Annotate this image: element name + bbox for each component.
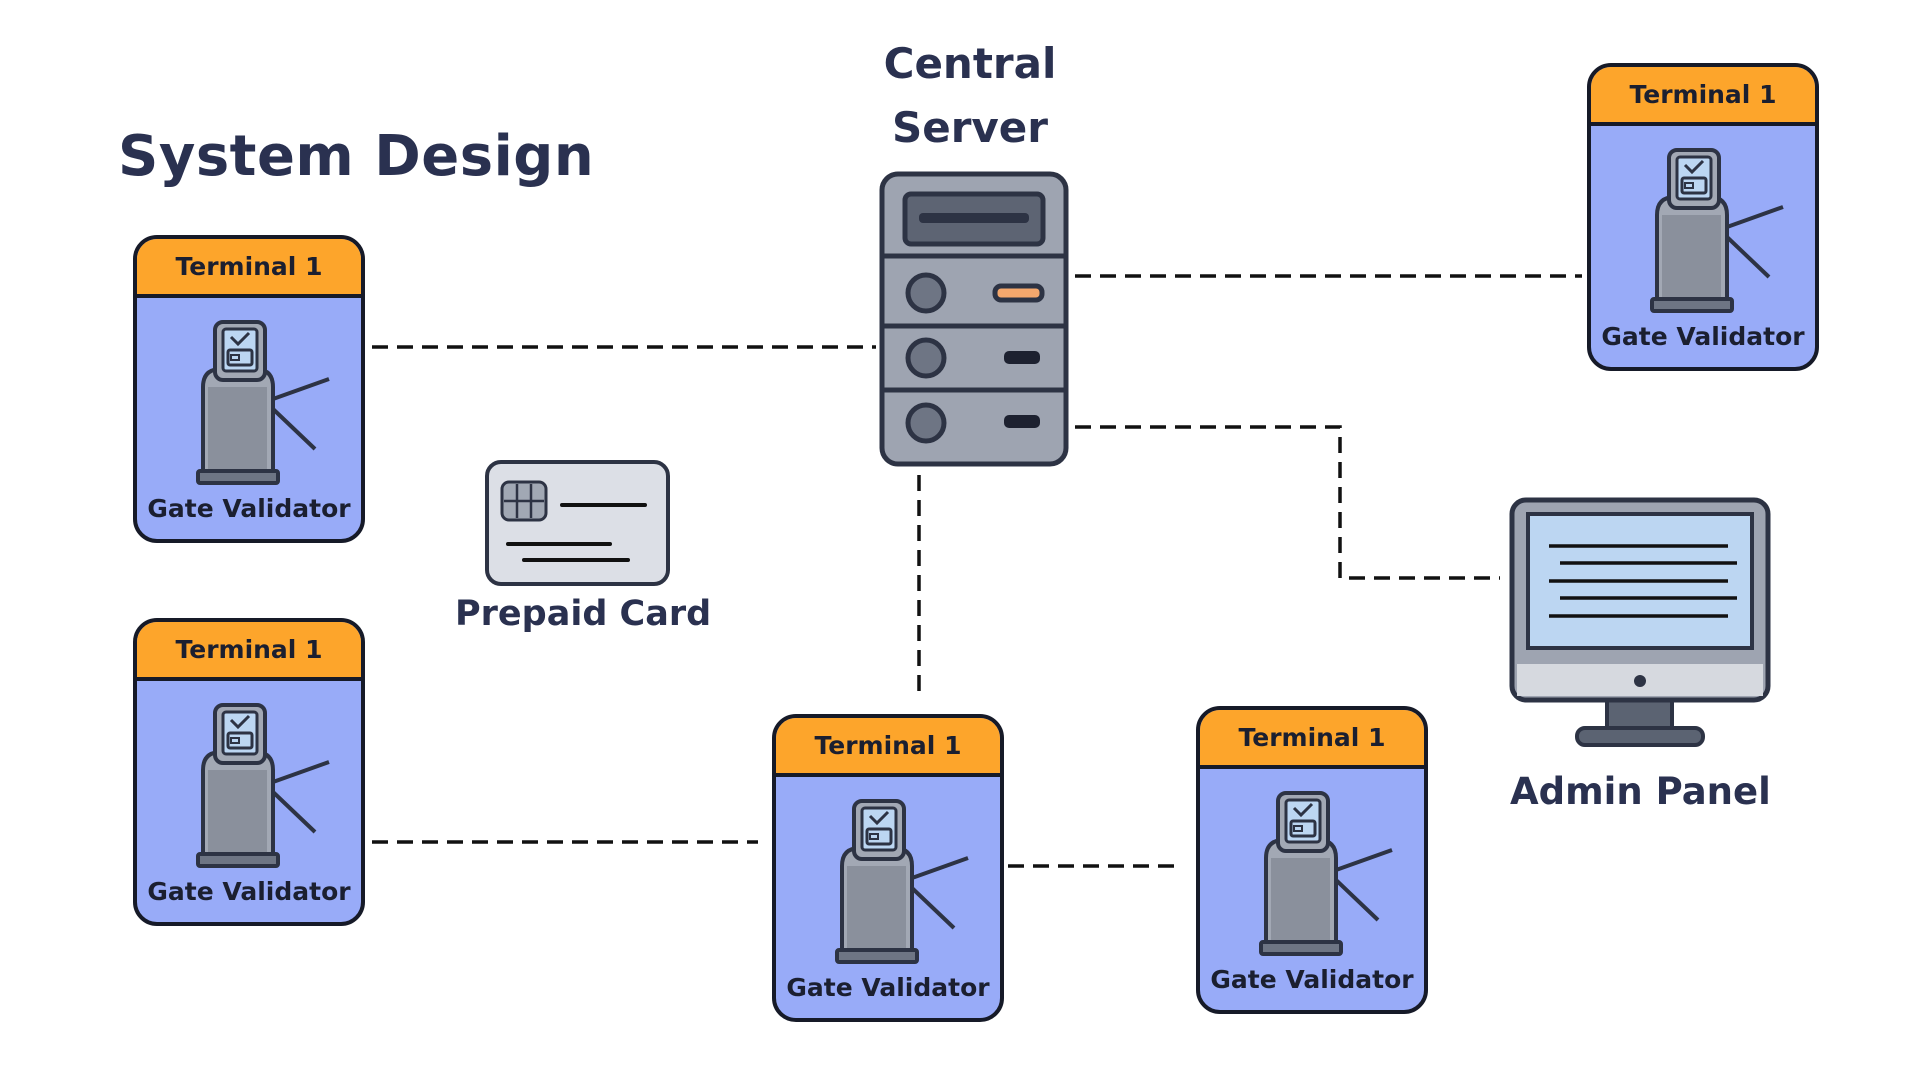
terminal-caption: Gate Validator [786, 973, 990, 1002]
terminal-caption: Gate Validator [147, 877, 351, 906]
terminal-card-left-bottom: Terminal 1 Gate Validator [133, 618, 365, 926]
admin-panel-label: Admin Panel [1510, 770, 1771, 813]
turnstile-gate-icon [835, 799, 969, 964]
terminal-title: Terminal 1 [1200, 710, 1424, 769]
terminal-card-bottom-right: Terminal 1 Gate Validator [1196, 706, 1428, 1014]
terminal-caption: Gate Validator [1210, 965, 1414, 994]
terminal-card-left-top: Terminal 1 Gate Validator [133, 235, 365, 543]
server-label-line1: Central [883, 39, 1057, 88]
terminal-title: Terminal 1 [776, 718, 1000, 777]
terminal-caption: Gate Validator [147, 494, 351, 523]
central-server-label: Central Server [870, 32, 1070, 160]
turnstile-gate-icon [196, 320, 330, 485]
connector-server-to-admin-panel [1075, 425, 1500, 580]
turnstile-gate-icon [1650, 148, 1784, 313]
prepaid-card-label: Prepaid Card [455, 594, 712, 634]
terminal-title: Terminal 1 [1591, 67, 1815, 126]
terminal-card-bottom-center: Terminal 1 Gate Validator [772, 714, 1004, 1022]
terminal-card-right-top: Terminal 1 Gate Validator [1587, 63, 1819, 371]
diagram-title: System Design [118, 124, 595, 189]
terminal-title: Terminal 1 [137, 239, 361, 298]
turnstile-gate-icon [196, 703, 330, 868]
server-label-line2: Server [891, 103, 1049, 152]
terminal-caption: Gate Validator [1601, 322, 1805, 351]
turnstile-gate-icon [1259, 791, 1393, 956]
terminal-title: Terminal 1 [137, 622, 361, 681]
